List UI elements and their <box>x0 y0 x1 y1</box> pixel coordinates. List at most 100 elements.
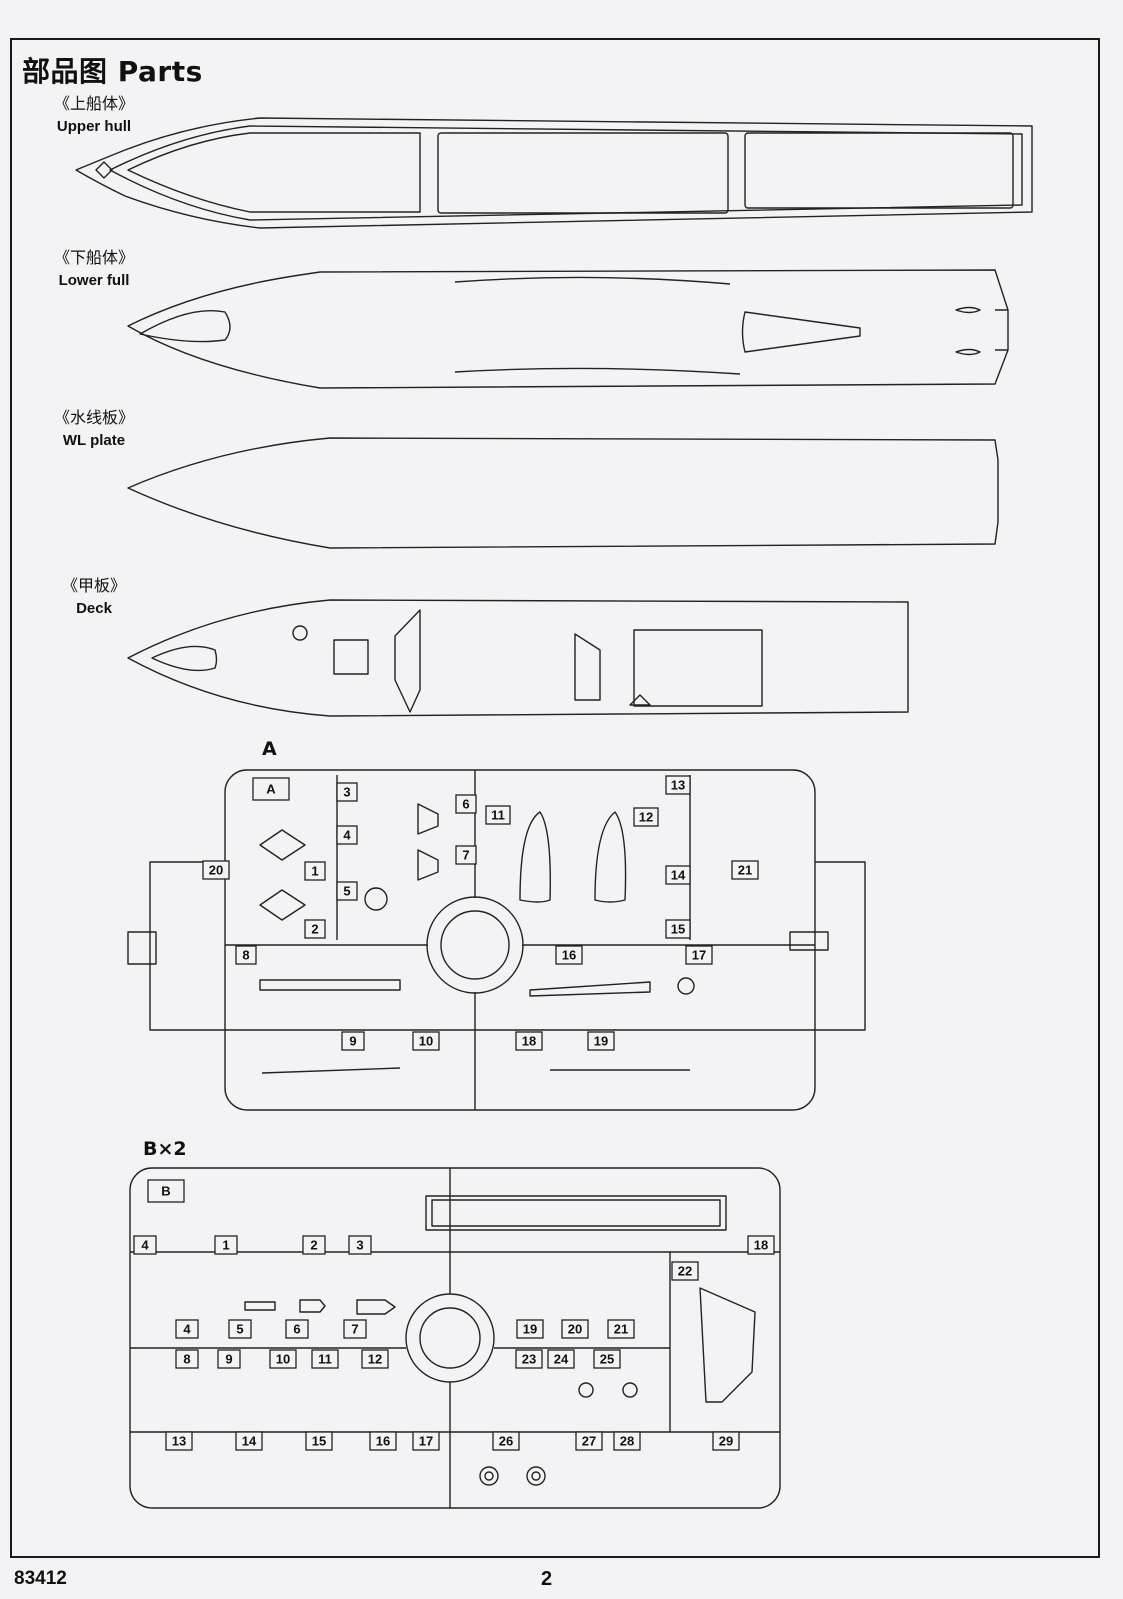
lower-hull-label-en: Lower full <box>58 272 130 289</box>
sprue-a-tag: A <box>252 777 290 801</box>
part-tag-text: 27 <box>582 1434 596 1449</box>
upper-hull-label-zh: 《上船体》 <box>53 94 134 113</box>
page-frame <box>10 38 1100 1558</box>
page-title: 部品图 Parts <box>22 55 203 88</box>
part-tag: 1 <box>214 1235 238 1255</box>
part-tag-text: 20 <box>209 863 223 878</box>
part-tag-text: 18 <box>522 1034 536 1049</box>
upper-hull-drawing <box>75 117 1033 229</box>
wl-plate-label-en: WL plate <box>62 432 126 449</box>
deck-drawing <box>127 599 909 717</box>
part-tag: 19 <box>516 1319 544 1339</box>
part-tag-text: 7 <box>351 1322 358 1337</box>
part-tag: 22 <box>671 1261 699 1281</box>
part-tag: 21 <box>607 1319 635 1339</box>
part-tag-text: 11 <box>318 1352 332 1367</box>
part-tag-text: 9 <box>225 1352 232 1367</box>
lower-hull-label-zh: 《下船体》 <box>53 248 134 267</box>
part-tag: 21 <box>731 860 759 880</box>
part-tag-text: 16 <box>562 948 576 963</box>
part-tag-text: 26 <box>499 1434 513 1449</box>
part-tag: 18 <box>747 1235 775 1255</box>
part-tag-text: 3 <box>343 785 350 800</box>
part-tag: 12 <box>361 1349 389 1369</box>
part-tag: 3 <box>348 1235 372 1255</box>
upper-hull-label: 《上船体》 Upper hull <box>24 90 164 135</box>
part-tag-text: 20 <box>568 1322 582 1337</box>
part-tag: 20 <box>202 860 230 880</box>
part-tag-text: 14 <box>242 1434 257 1449</box>
part-tag: 5 <box>336 881 358 901</box>
deck-label: 《甲板》 Deck <box>24 572 164 617</box>
part-tag-text: 12 <box>639 810 653 825</box>
part-tag: 10 <box>269 1349 297 1369</box>
part-tag: 14 <box>665 865 691 885</box>
part-tag-text: 16 <box>376 1434 390 1449</box>
part-tag-text: 17 <box>419 1434 433 1449</box>
wl-plate-drawing <box>127 437 999 549</box>
deck-label-en: Deck <box>76 600 112 617</box>
part-tag: 25 <box>593 1349 621 1369</box>
part-tag-text: 1 <box>222 1238 229 1253</box>
part-tag: 19 <box>587 1031 615 1051</box>
part-tag-text: 8 <box>242 948 249 963</box>
part-tag: 28 <box>613 1431 641 1451</box>
part-tag: 27 <box>575 1431 603 1451</box>
sprue-b-tag: B <box>147 1179 185 1203</box>
deck-label-zh: 《甲板》 <box>61 576 126 595</box>
part-tag: 14 <box>235 1431 263 1451</box>
part-tag-text: 13 <box>671 778 685 793</box>
sprue-a-tag-text: A <box>266 782 276 797</box>
part-tag-text: 5 <box>343 884 350 899</box>
part-tag-text: 10 <box>276 1352 290 1367</box>
part-tag: 29 <box>712 1431 740 1451</box>
part-tag-text: 11 <box>491 808 505 823</box>
part-tag-text: 25 <box>600 1352 614 1367</box>
part-tag: 8 <box>175 1349 199 1369</box>
part-tag-text: 12 <box>368 1352 382 1367</box>
part-tag: 7 <box>343 1319 367 1339</box>
sprue-b-number-tags: B 4 1 2 3 18 4 5 6 7 8 9 10 11 12 19 20 … <box>133 1179 775 1451</box>
part-tag: 13 <box>665 775 691 795</box>
part-tag-text: 1 <box>311 864 318 879</box>
part-tag: 12 <box>633 807 659 827</box>
part-tag-text: 5 <box>236 1322 243 1337</box>
part-tag: 18 <box>515 1031 543 1051</box>
part-tag: 11 <box>485 805 511 825</box>
part-tag: 17 <box>412 1431 440 1451</box>
part-tag: 24 <box>547 1349 575 1369</box>
part-tag-text: 4 <box>183 1322 191 1337</box>
part-tag-text: 24 <box>554 1352 569 1367</box>
part-tag: 8 <box>235 945 257 965</box>
part-tag: 1 <box>304 861 326 881</box>
part-tag: 11 <box>311 1349 339 1369</box>
part-tag: 10 <box>412 1031 440 1051</box>
part-tag-text: 13 <box>172 1434 186 1449</box>
part-tag: 7 <box>455 845 477 865</box>
part-tag: 2 <box>304 919 326 939</box>
part-tag: 4 <box>175 1319 199 1339</box>
part-tag-text: 21 <box>738 863 752 878</box>
part-tag: 9 <box>217 1349 241 1369</box>
part-tag: 15 <box>665 919 691 939</box>
part-tag-text: 14 <box>671 868 686 883</box>
part-tag: 4 <box>133 1235 157 1255</box>
part-tag: 20 <box>561 1319 589 1339</box>
sprue-b-drawing <box>129 1167 781 1509</box>
part-tag: 23 <box>515 1349 543 1369</box>
lower-hull-label: 《下船体》 Lower full <box>24 244 164 289</box>
part-tag-text: 23 <box>522 1352 536 1367</box>
part-tag-text: 19 <box>594 1034 608 1049</box>
part-tag: 6 <box>455 794 477 814</box>
part-tag-text: 6 <box>462 797 469 812</box>
product-code: 83412 <box>14 1568 67 1589</box>
part-tag-text: 8 <box>183 1352 190 1367</box>
part-tag: 13 <box>165 1431 193 1451</box>
sprue-a-title: A <box>262 738 277 760</box>
part-tag-text: 15 <box>671 922 685 937</box>
part-tag: 9 <box>341 1031 365 1051</box>
part-tag-text: 10 <box>419 1034 433 1049</box>
part-tag: 17 <box>685 945 713 965</box>
part-tag-text: 19 <box>523 1322 537 1337</box>
